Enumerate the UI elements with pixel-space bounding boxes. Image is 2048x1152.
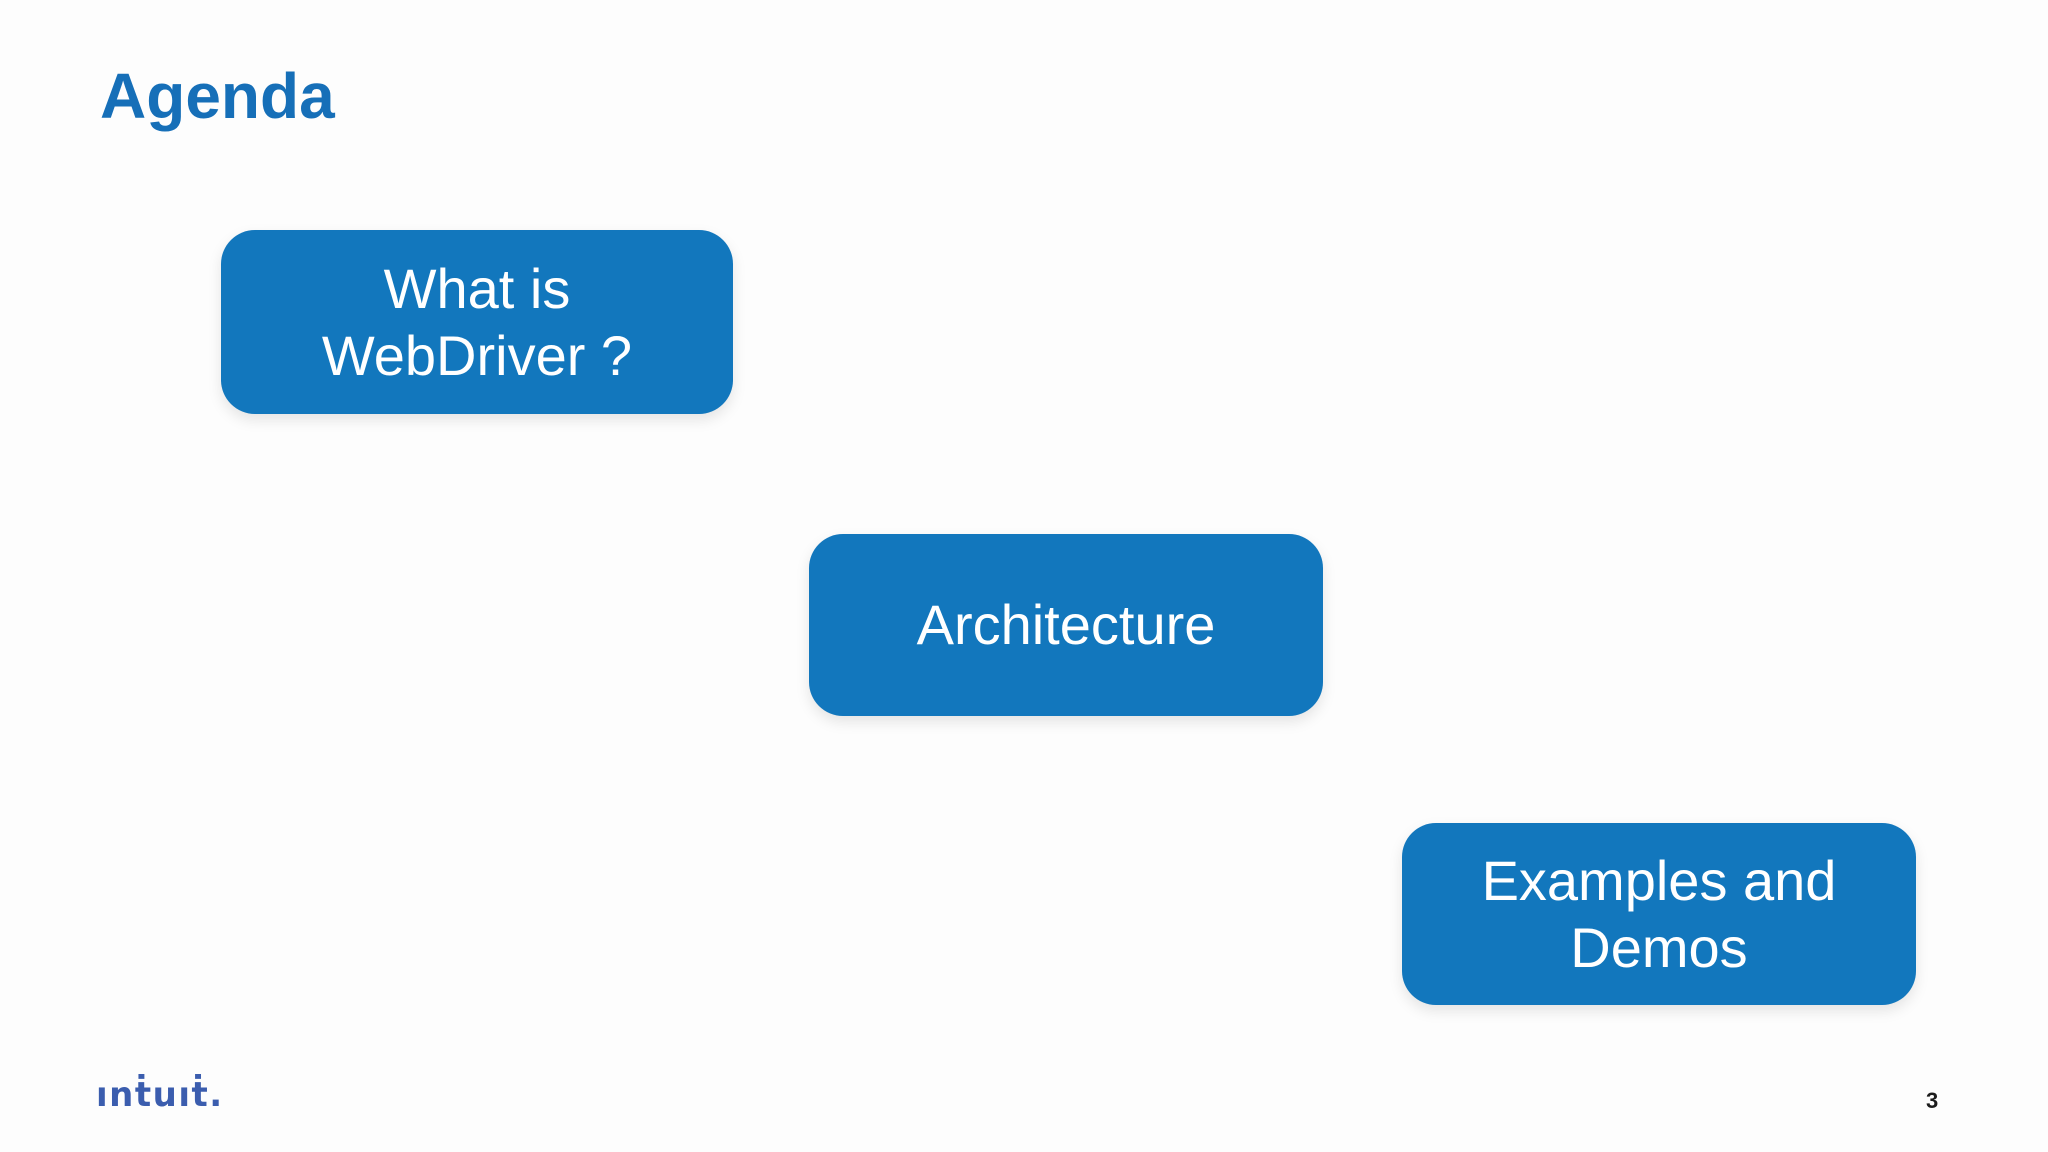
agenda-box-what-is-webdriver-label: What is WebDriver ?: [321, 256, 633, 387]
agenda-box-examples-and-demos: Examples and Demos: [1402, 823, 1916, 1005]
intuit-logo: ınṫuıṫ.: [96, 1075, 224, 1115]
agenda-box-architecture: Architecture: [809, 534, 1323, 716]
slide-title: Agenda: [100, 60, 335, 132]
agenda-box-examples-and-demos-label: Examples and Demos: [1481, 848, 1837, 979]
agenda-box-what-is-webdriver: What is WebDriver ?: [221, 230, 733, 414]
agenda-box-architecture-label: Architecture: [916, 593, 1216, 657]
page-number: 3: [1926, 1088, 1939, 1113]
